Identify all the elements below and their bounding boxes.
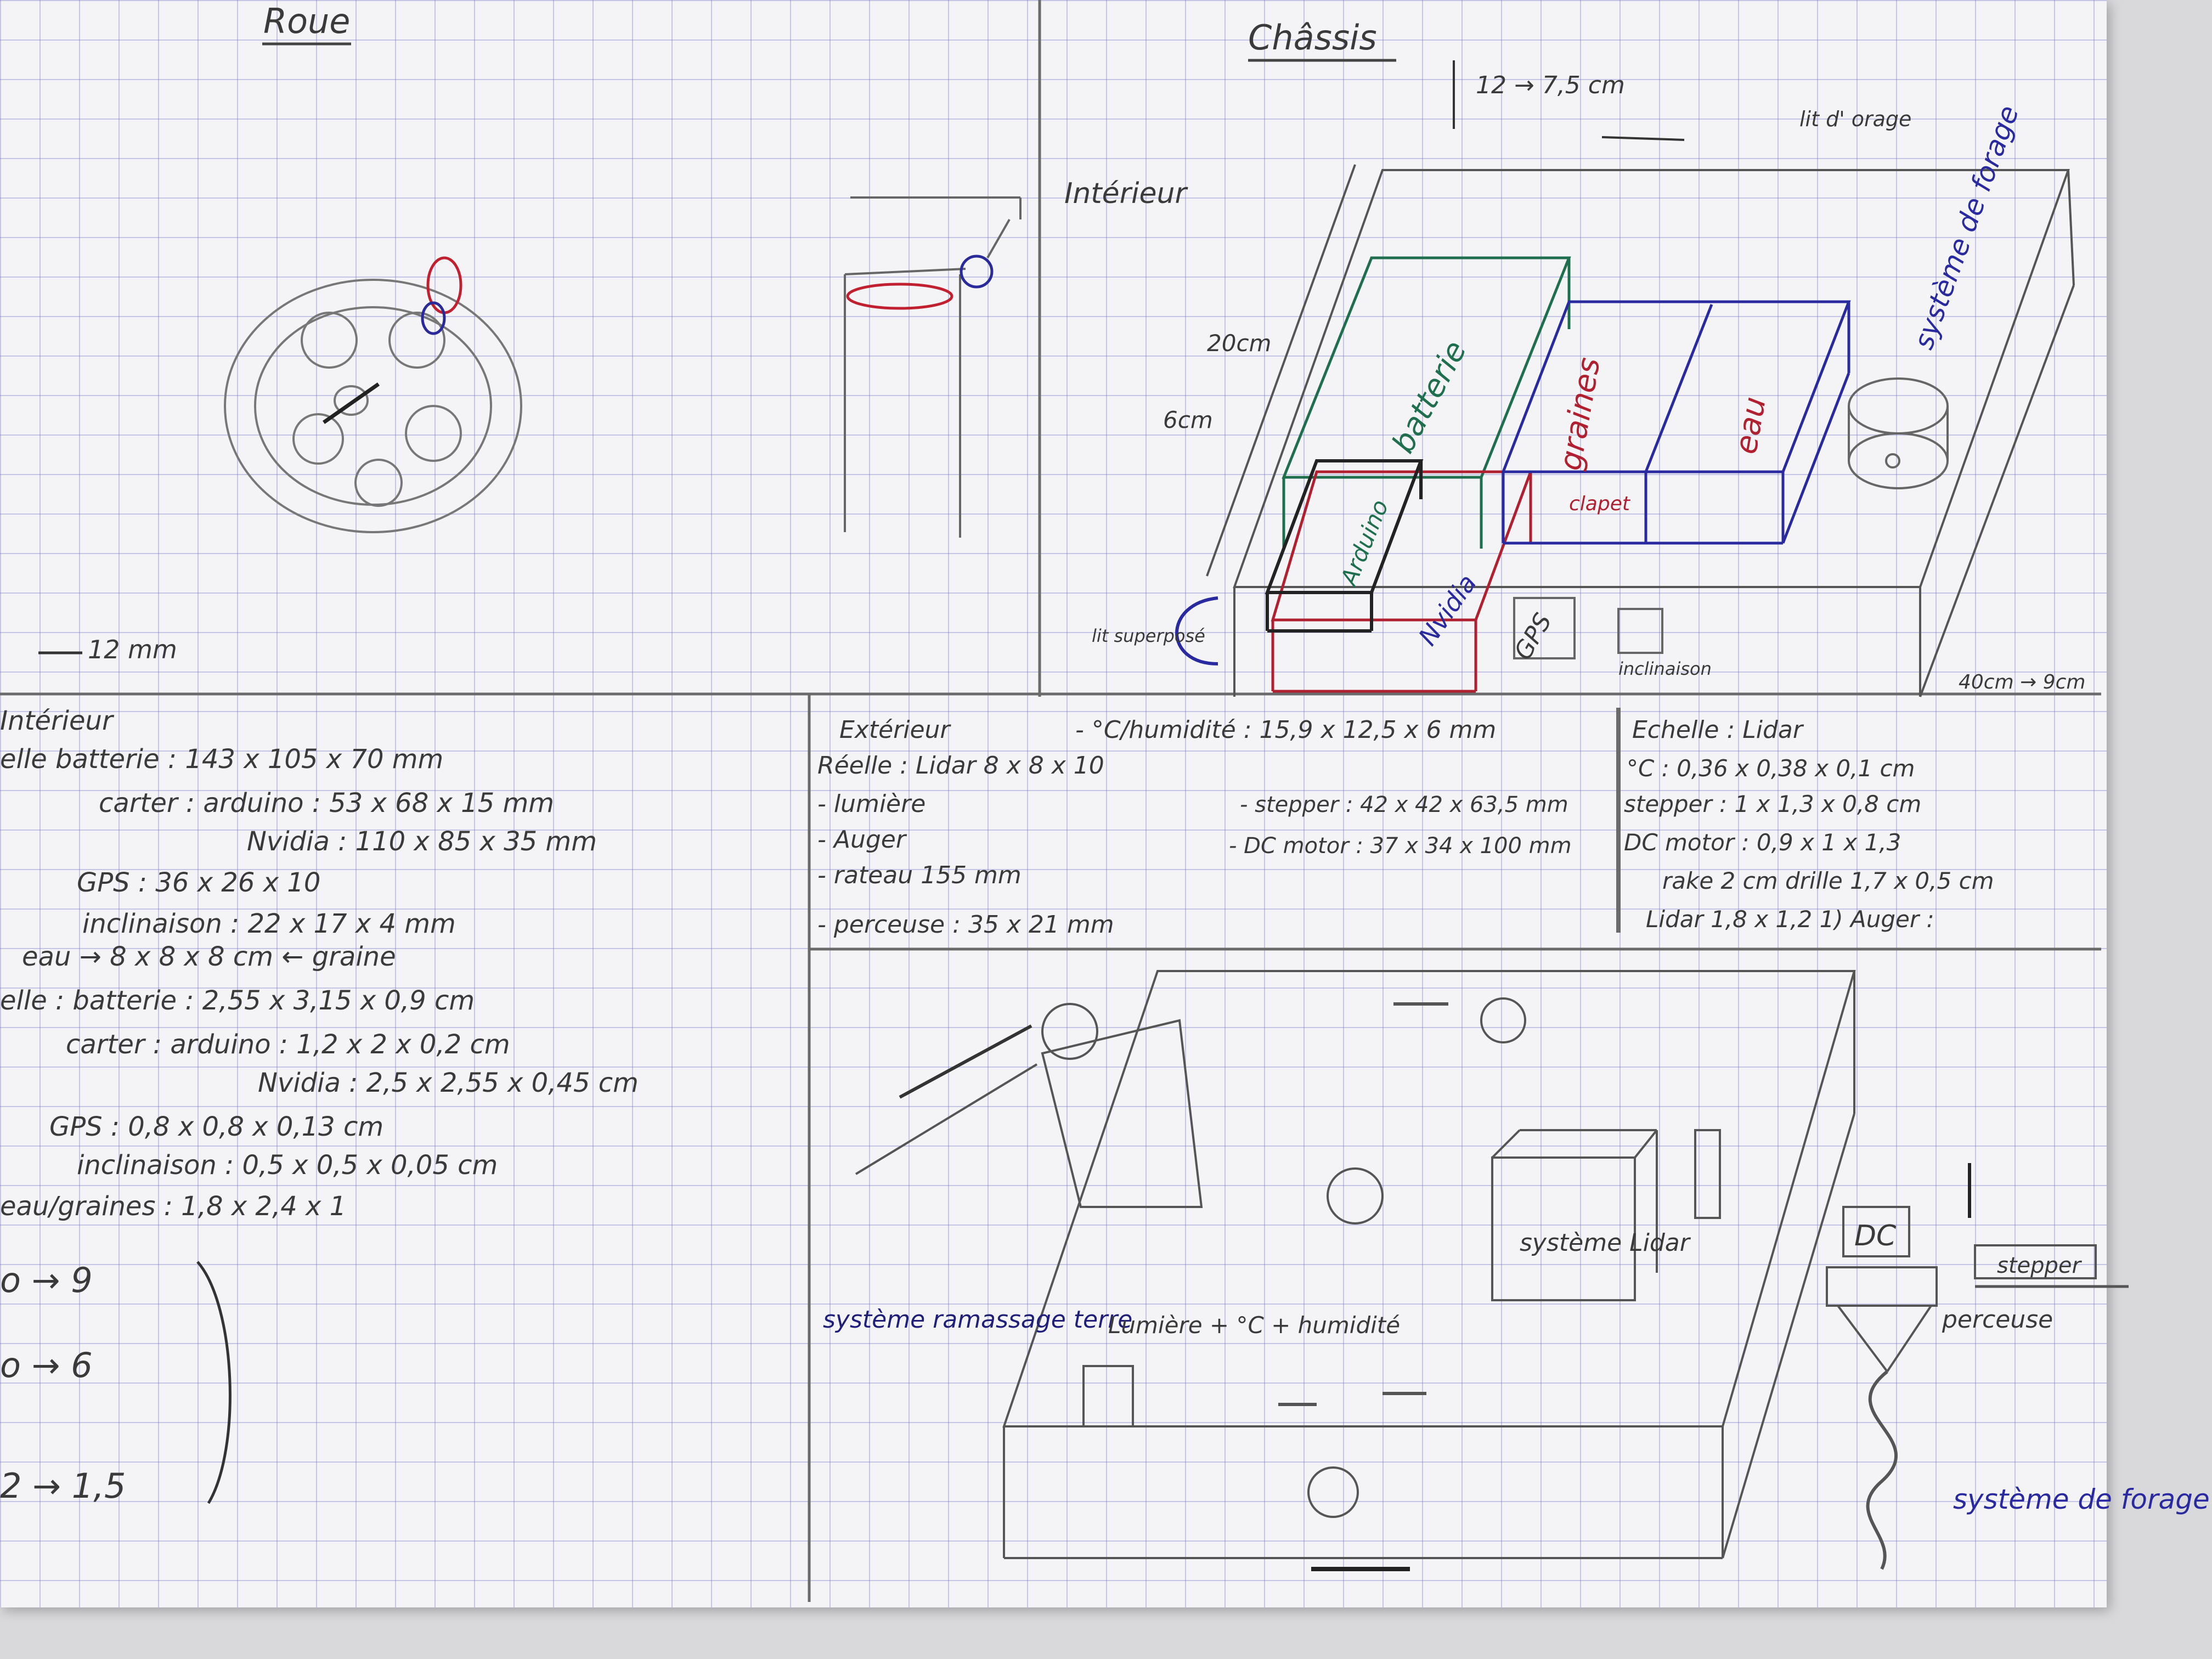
wheel-drawing bbox=[224, 279, 522, 533]
interior-title: Intérieur bbox=[0, 706, 115, 736]
wheel-section: Roue 12 mm bbox=[38, 1, 522, 664]
ext-perceuse: perceuse bbox=[1942, 1306, 2053, 1334]
chassis-width-range: 40cm → 9cm bbox=[1959, 671, 2086, 693]
chassis-dim-20cm: 20cm bbox=[1207, 330, 1271, 357]
scale-row-3: DC motor : 0,9 x 1 x 1,3 bbox=[1624, 829, 1901, 856]
scale-row-2: stepper : 1 x 1,3 x 0,8 cm bbox=[1624, 791, 1921, 817]
exterior-table: Extérieur - °C/humidité : 15,9 x 12,5 x … bbox=[817, 716, 1572, 939]
exterior-right-1: - stepper : 42 x 42 x 63,5 mm bbox=[1240, 792, 1568, 817]
chassis-eau: eau bbox=[1728, 394, 1773, 456]
scale-line-3: 2 → 1,5 bbox=[0, 1466, 126, 1506]
chassis-interior-label: Intérieur bbox=[1064, 177, 1188, 210]
interior-line-12: eau/graines : 1,8 x 2,4 x 1 bbox=[0, 1191, 346, 1222]
chassis-gps: GPS bbox=[1509, 608, 1557, 664]
chassis-section: Châssis 12 → 7,5 cm lit d' orage Intérie… bbox=[1064, 18, 2086, 697]
scale-row-1: °C : 0,36 x 0,38 x 0,1 cm bbox=[1627, 755, 1915, 782]
scale-table: Echelle : Lidar °C : 0,36 x 0,38 x 0,1 c… bbox=[1624, 716, 1994, 933]
ext-lumiere: Lumière + °C + humidité bbox=[1108, 1312, 1400, 1339]
interior-line-8: carter : arduino : 1,2 x 2 x 0,2 cm bbox=[66, 1029, 510, 1060]
chassis-lit-dorage: lit d' orage bbox=[1799, 107, 1911, 131]
interior-line-1: elle batterie : 143 x 105 x 70 mm bbox=[0, 744, 443, 775]
chassis-dim-6cm: 6cm bbox=[1163, 407, 1213, 433]
interior-line-10: GPS : 0,8 x 0,8 x 0,13 cm bbox=[49, 1111, 383, 1142]
chassis-clapet: clapet bbox=[1569, 493, 1631, 515]
chassis-arduino: Arduino bbox=[1335, 496, 1394, 591]
ext-stepper: stepper bbox=[1997, 1253, 2083, 1278]
interior-line-6: eau → 8 x 8 x 8 cm ← graine bbox=[22, 941, 396, 972]
scale-line-2: o → 6 bbox=[0, 1345, 93, 1385]
exterior-left-2: - lumière bbox=[817, 790, 926, 818]
section-dividers bbox=[0, 0, 2101, 1602]
interior-table: Intérieur elle batterie : 143 x 105 x 70… bbox=[0, 706, 639, 1506]
interior-line-2: carter : arduino : 53 x 68 x 15 mm bbox=[99, 788, 554, 819]
ext-systeme-ramassage: système ramassage terre bbox=[823, 1306, 1132, 1334]
exterior-left-4: - rateau 155 mm bbox=[817, 861, 1022, 889]
interior-line-4: GPS : 36 x 26 x 10 bbox=[77, 867, 320, 898]
chassis-graines: graines bbox=[1553, 355, 1607, 473]
exterior-left-1: Réelle : Lidar 8 x 8 x 10 bbox=[817, 752, 1104, 780]
interior-line-11: inclinaison : 0,5 x 0,5 x 0,05 cm bbox=[77, 1150, 498, 1181]
profile-sketch bbox=[844, 196, 1022, 538]
chassis-nvidia: Nvidia bbox=[1413, 569, 1482, 651]
interior-line-9: Nvidia : 2,5 x 2,55 x 0,45 cm bbox=[258, 1068, 639, 1098]
interior-line-7: elle : batterie : 2,55 x 3,15 x 0,9 cm bbox=[0, 985, 475, 1016]
ext-systeme-forage: système de forage bbox=[1953, 1483, 2210, 1515]
ext-systeme-lidar: système Lidar bbox=[1520, 1229, 1691, 1257]
chassis-batterie: batterie bbox=[1385, 335, 1474, 459]
scale-row-4: rake 2 cm drille 1,7 x 0,5 cm bbox=[1662, 867, 1994, 894]
interior-line-5: inclinaison : 22 x 17 x 4 mm bbox=[82, 909, 456, 939]
wheel-title: Roue bbox=[263, 1, 350, 41]
exterior-drawing: système ramassage terre Lumière + °C + h… bbox=[823, 970, 2210, 1571]
exterior-left-5: - perceuse : 35 x 21 mm bbox=[817, 911, 1114, 939]
interior-line-3: Nvidia : 110 x 85 x 35 mm bbox=[247, 826, 597, 857]
scale-title: Echelle : Lidar bbox=[1632, 716, 1804, 744]
exterior-title: Extérieur bbox=[839, 716, 951, 744]
chassis-lit-superpose: lit superposé bbox=[1092, 625, 1205, 646]
graph-paper-sheet bbox=[0, 0, 2107, 1607]
scale-line-1: o → 9 bbox=[0, 1260, 93, 1300]
wheel-red-marker bbox=[426, 256, 462, 314]
exterior-right-2: - DC motor : 37 x 34 x 100 mm bbox=[1229, 833, 1572, 859]
exterior-header: - °C/humidité : 15,9 x 12,5 x 6 mm bbox=[1075, 716, 1496, 744]
exterior-left-3: - Auger bbox=[817, 826, 907, 854]
chassis-inclinaison: inclinaison bbox=[1618, 658, 1712, 679]
chassis-title: Châssis bbox=[1248, 18, 1377, 58]
wheel-scale: 12 mm bbox=[88, 635, 177, 664]
ext-dc: DC bbox=[1854, 1220, 1897, 1252]
scale-row-5: Lidar 1,8 x 1,2 1) Auger : bbox=[1646, 906, 1934, 933]
chassis-systeme-forage: système de forage bbox=[1908, 101, 2025, 353]
wheel-blue-marker bbox=[421, 301, 446, 335]
chassis-height-range: 12 → 7,5 cm bbox=[1476, 71, 1625, 99]
